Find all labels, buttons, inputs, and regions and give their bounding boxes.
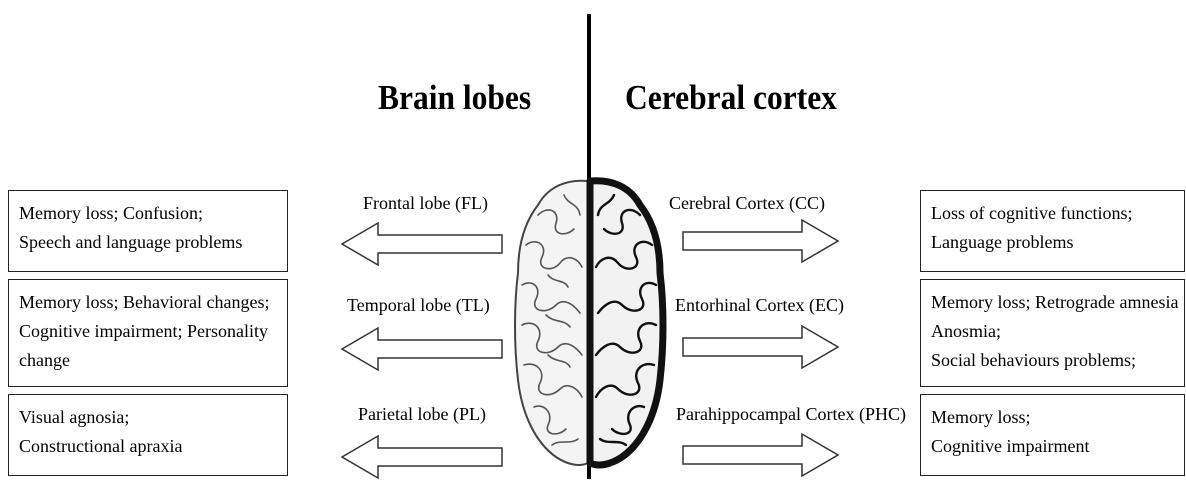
effect-line: Cognitive impairment; Personality: [19, 317, 277, 346]
effect-line: Cognitive impairment: [931, 432, 1174, 461]
effect-line: Memory loss;: [931, 403, 1174, 432]
right-arrow-icon: [680, 323, 842, 371]
left-arrow-icon: [340, 433, 506, 481]
effect-line: change: [19, 346, 277, 375]
entorhinal-cortex-label: Entorhinal Cortex (EC): [675, 296, 844, 314]
effect-line: Constructional apraxia: [19, 432, 277, 461]
frontal-lobe-label: Frontal lobe (FL): [363, 194, 488, 212]
parahippocampal-cortex-effects-box: Memory loss; Cognitive impairment: [920, 394, 1185, 476]
brain-illustration-icon: [508, 175, 670, 475]
effect-line: Speech and language problems: [19, 228, 277, 257]
effect-line: Memory loss; Behavioral changes;: [19, 288, 277, 317]
effect-line: Memory loss; Confusion;: [19, 199, 277, 228]
parahippocampal-cortex-label: Parahippocampal Cortex (PHC): [676, 405, 906, 423]
heading-brain-lobes: Brain lobes: [378, 80, 531, 115]
entorhinal-cortex-effects-box: Memory loss; Retrograde amnesia Anosmia;…: [920, 279, 1185, 387]
effect-line: Social behaviours problems;: [931, 346, 1174, 375]
effect-line: Loss of cognitive functions;: [931, 199, 1174, 228]
temporal-lobe-label: Temporal lobe (TL): [347, 296, 490, 314]
left-arrow-icon: [340, 220, 506, 268]
frontal-lobe-effects-box: Memory loss; Confusion; Speech and langu…: [8, 190, 288, 272]
cerebral-cortex-effects-box: Loss of cognitive functions; Language pr…: [920, 190, 1185, 272]
cerebral-cortex-label: Cerebral Cortex (CC): [669, 194, 825, 212]
left-arrow-icon: [340, 325, 506, 373]
heading-cerebral-cortex: Cerebral cortex: [625, 80, 837, 115]
effect-line: Visual agnosia;: [19, 403, 277, 432]
right-arrow-icon: [680, 217, 842, 265]
effect-line: Memory loss; Retrograde amnesia: [931, 288, 1174, 317]
effect-line: Language problems: [931, 228, 1174, 257]
parietal-lobe-label: Parietal lobe (PL): [358, 405, 486, 423]
effect-line: Anosmia;: [931, 317, 1174, 346]
temporal-lobe-effects-box: Memory loss; Behavioral changes; Cogniti…: [8, 279, 288, 387]
parietal-lobe-effects-box: Visual agnosia; Constructional apraxia: [8, 394, 288, 476]
right-arrow-icon: [680, 431, 842, 479]
